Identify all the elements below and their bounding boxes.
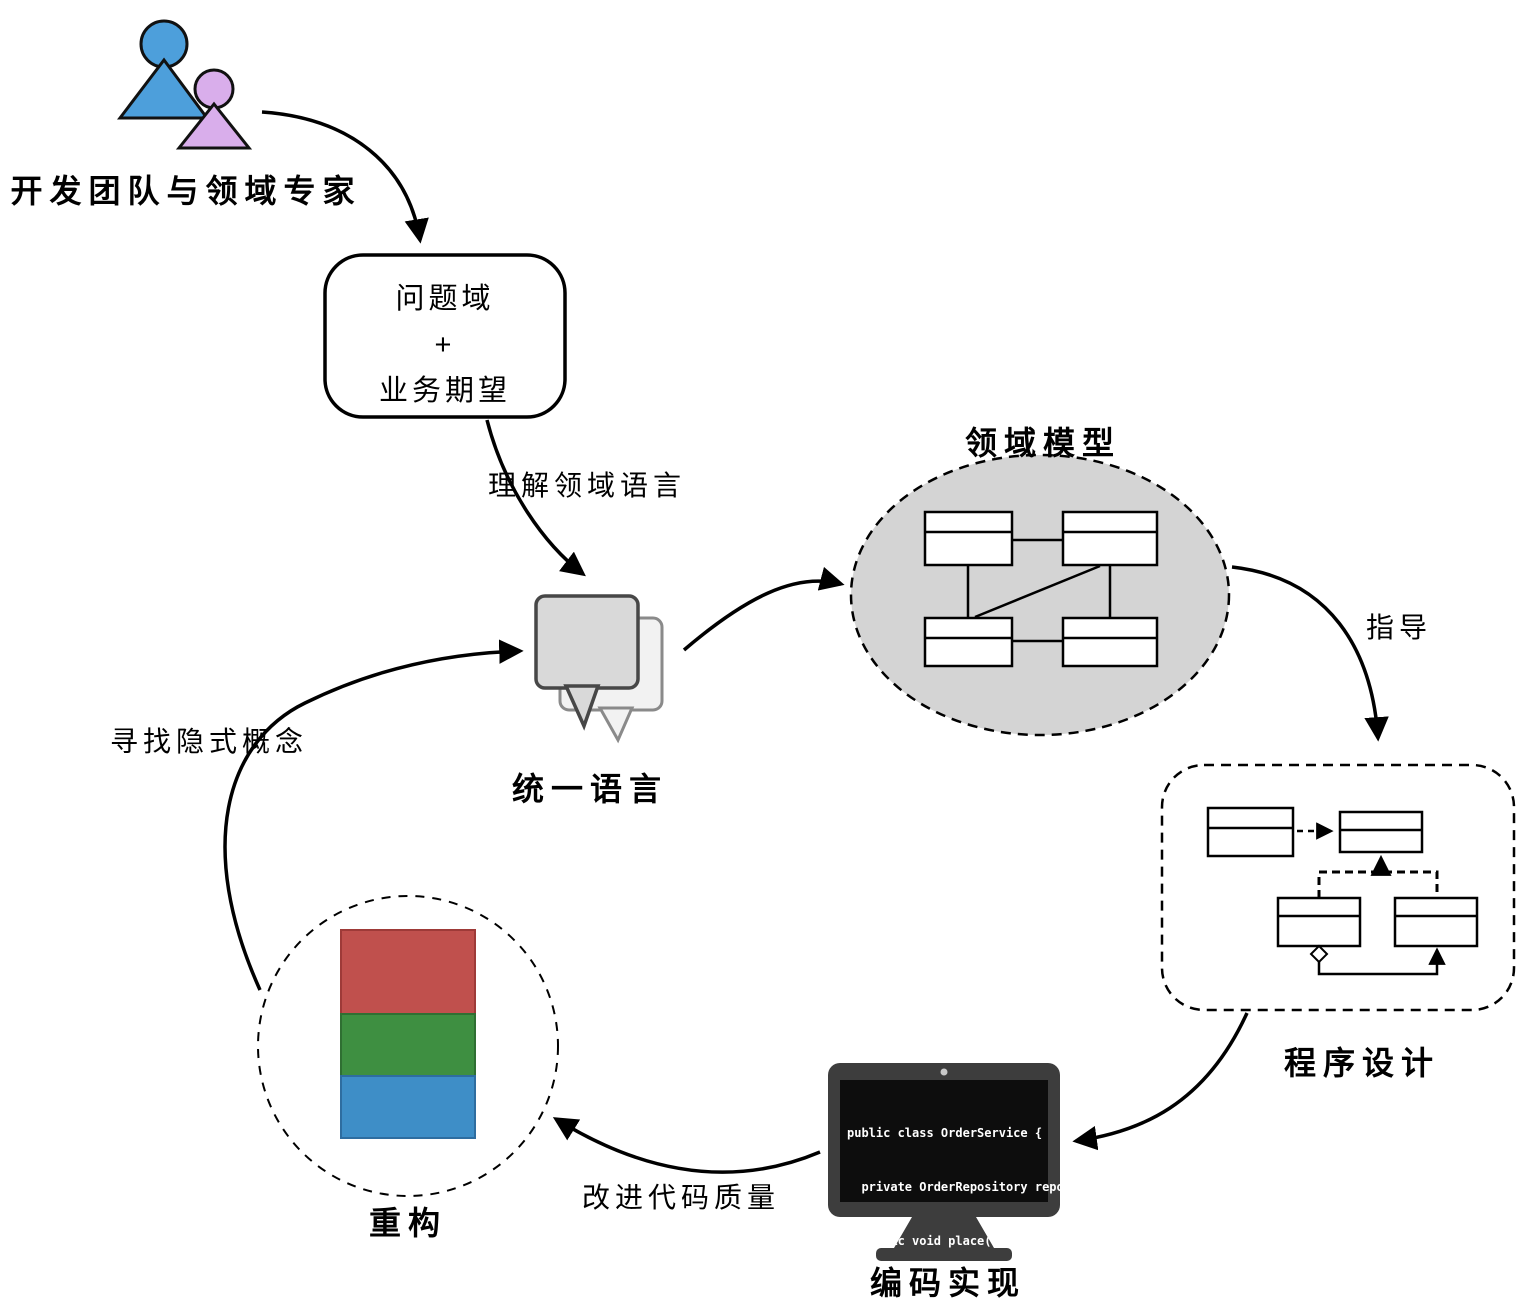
purple-person-icon xyxy=(175,68,253,150)
code-line: public void place() { xyxy=(847,1234,1014,1248)
code-line: private OrderRepository repo; xyxy=(847,1180,1071,1194)
code-line: public class OrderService { xyxy=(847,1126,1043,1140)
arrow-problem-to-language xyxy=(485,419,586,577)
refactor-circle xyxy=(257,895,559,1197)
problem-box-line2: + xyxy=(434,329,456,361)
refactor-bar-blue xyxy=(340,1075,476,1139)
uml-class-box xyxy=(1061,616,1159,668)
aggregation-diamond xyxy=(1309,944,1329,964)
team-icon xyxy=(116,19,253,150)
implicit-concept-label: 寻找隐式概念 xyxy=(110,726,309,757)
aggregation-line xyxy=(1317,947,1446,976)
refactor-label: 重构 xyxy=(368,1205,447,1241)
code-line: ...... xyxy=(847,1288,920,1302)
arrow-refactor-to-language xyxy=(223,639,524,991)
arrow-language-to-model xyxy=(682,566,845,652)
arrow-model-to-design xyxy=(1231,565,1389,742)
problem-box-line1: 问题域 xyxy=(395,283,495,315)
team-label: 开发团队与领域专家 xyxy=(10,173,362,209)
speech-bubble-front xyxy=(534,594,640,731)
monitor-base xyxy=(876,1248,1012,1261)
problem-box-line3: 业务期望 xyxy=(378,375,511,407)
uml-class-box xyxy=(1338,810,1424,854)
arrow-coding-to-refactor xyxy=(552,1117,821,1174)
problem-box xyxy=(323,253,567,419)
arrow-design-to-coding xyxy=(1072,1012,1249,1151)
program-design-label: 程序设计 xyxy=(1283,1045,1440,1081)
monitor-stand xyxy=(894,1217,994,1248)
understand-language-label: 理解领域语言 xyxy=(488,470,687,501)
camera-dot xyxy=(940,1068,948,1076)
ubiquitous-language-label: 统一语言 xyxy=(511,771,668,807)
uml-class-box xyxy=(923,510,1014,567)
domain-model-ellipse xyxy=(849,453,1231,737)
uml-class-box xyxy=(923,616,1014,668)
code-snippet: public class OrderService { private Orde… xyxy=(847,1088,1071,1316)
improve-code-label: 改进代码质量 xyxy=(582,1182,781,1213)
refactor-bar-red xyxy=(340,929,476,1015)
coding-label: 编码实现 xyxy=(869,1265,1026,1301)
uml-class-box xyxy=(1206,806,1295,858)
monitor-icon xyxy=(828,1063,1060,1261)
guide-label: 指导 xyxy=(1366,612,1433,643)
uml-class-box xyxy=(1393,896,1479,948)
program-design-box xyxy=(1160,763,1516,1012)
domain-model-label: 领域模型 xyxy=(964,425,1121,461)
arrow-team-to-problem xyxy=(261,110,429,244)
speech-bubbles-icon xyxy=(534,594,664,744)
refactor-bar-green xyxy=(340,1013,476,1077)
uml-class-box xyxy=(1276,896,1362,948)
uml-class-box xyxy=(1061,510,1159,567)
problem-box-label: 问题域 + 业务期望 xyxy=(325,276,565,414)
blue-person-icon xyxy=(116,19,210,120)
